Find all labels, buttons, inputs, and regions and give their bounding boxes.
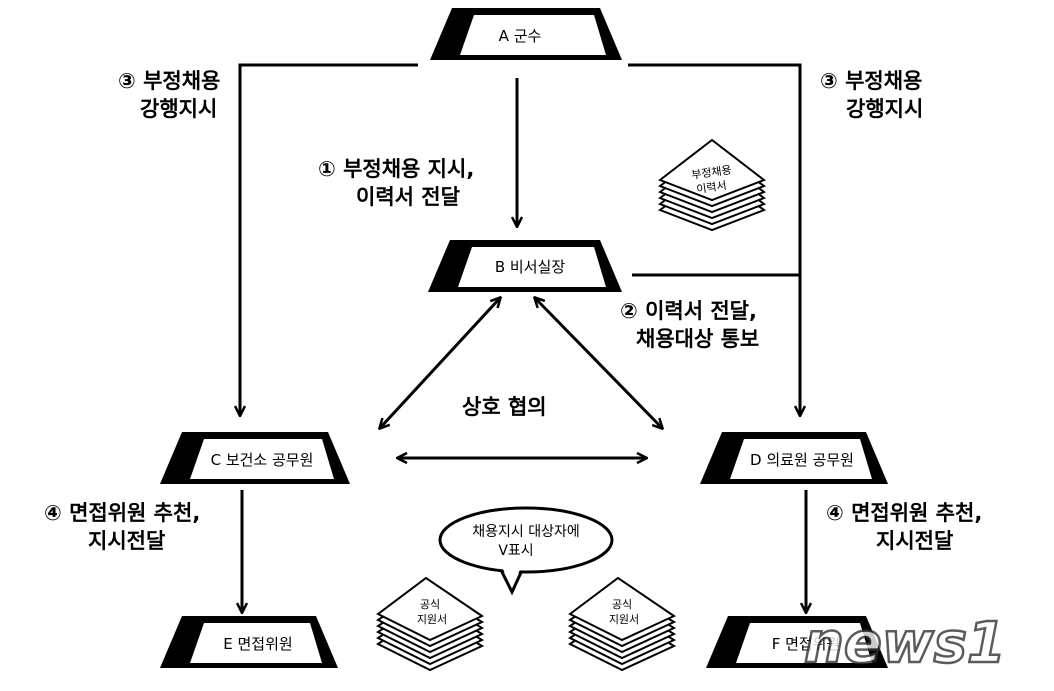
nameplate-face	[190, 439, 334, 479]
label-step4-right: ④ 면접위원 추천, 지시전달	[826, 501, 990, 553]
node-b-label: B 비서실장	[495, 258, 565, 276]
node-e-label: E 면접위원	[223, 635, 292, 653]
nameplate-face	[460, 15, 606, 55]
arrow-a-to-d	[628, 63, 800, 415]
label-step3-right-line2: 강행지시	[846, 97, 923, 121]
bubble-line2: V표시	[498, 543, 533, 559]
resume-label-line2: 이력서	[696, 179, 728, 196]
speech-bubble: 채용지시 대상자에 V표시	[438, 506, 614, 596]
nameplate-face	[736, 623, 872, 663]
resume-label-line1: 부정채용	[691, 163, 733, 182]
document-stack-official-right: 공식 지원서	[568, 576, 677, 672]
node-e: E 면접위원	[160, 616, 338, 668]
arrow-b-c	[380, 298, 500, 428]
arrow-b-d	[535, 298, 662, 428]
node-d-label: D 의료원 공무원	[750, 451, 854, 469]
document-stack-resume: 부정채용 이력서	[657, 138, 767, 232]
node-f-label: F 면접위원	[772, 635, 841, 653]
document-stack-official-left: 공식 지원서	[376, 576, 485, 672]
label-step1-line2: 이력서 전달	[356, 185, 460, 209]
label-mutual: 상호 협의	[462, 395, 547, 419]
label-step3-right-line1: ③ 부정채용	[820, 69, 922, 93]
label-step2: ② 이력서 전달, 채용대상 통보	[620, 299, 764, 351]
label-step3-left: ③ 부정채용 강행지시	[118, 69, 228, 121]
news1-watermark: news1	[803, 610, 1007, 678]
node-b: B 비서실장	[428, 240, 622, 292]
label-step4-left-line1: ④ 면접위원 추천,	[44, 501, 200, 525]
official-left-label-line1: 공식	[420, 598, 440, 611]
node-c-label: C 보건소 공무원	[211, 451, 314, 469]
label-step4-left: ④ 면접위원 추천, 지시전달	[44, 501, 208, 553]
label-step3-left-line2: 강행지시	[140, 97, 217, 121]
node-a-label: A 군수	[499, 27, 542, 45]
label-step4-left-line2: 지시전달	[88, 529, 165, 553]
nameplate-face	[730, 439, 872, 479]
label-step4-right-line1: ④ 면접위원 추천,	[826, 501, 982, 525]
label-step2-line1: ② 이력서 전달,	[620, 299, 757, 323]
node-f: F 면접위원	[706, 616, 888, 668]
label-step1: ① 부정채용 지시, 이력서 전달	[318, 157, 482, 209]
node-d: D 의료원 공무원	[700, 432, 888, 484]
node-c: C 보건소 공무원	[160, 432, 350, 484]
node-a: A 군수	[430, 8, 622, 60]
official-right-label-line1: 공식	[612, 598, 632, 611]
nameplate-face	[190, 623, 322, 663]
nameplate-face	[458, 247, 606, 287]
official-left-label-line2: 지원서	[417, 613, 447, 626]
arrow-a-to-c	[240, 63, 418, 415]
connector-lines	[240, 63, 806, 612]
label-step3-right: ③ 부정채용 강행지시	[820, 69, 930, 121]
label-step3-left-line1: ③ 부정채용	[118, 69, 220, 93]
bubble-line1: 채용지시 대상자에	[472, 524, 580, 540]
watermark-text: news1	[804, 611, 1006, 676]
label-step4-right-line2: 지시전달	[876, 529, 953, 553]
label-step2-line2: 채용대상 통보	[636, 327, 759, 351]
label-step1-line1: ① 부정채용 지시,	[318, 157, 474, 181]
official-right-label-line2: 지원서	[609, 613, 639, 626]
